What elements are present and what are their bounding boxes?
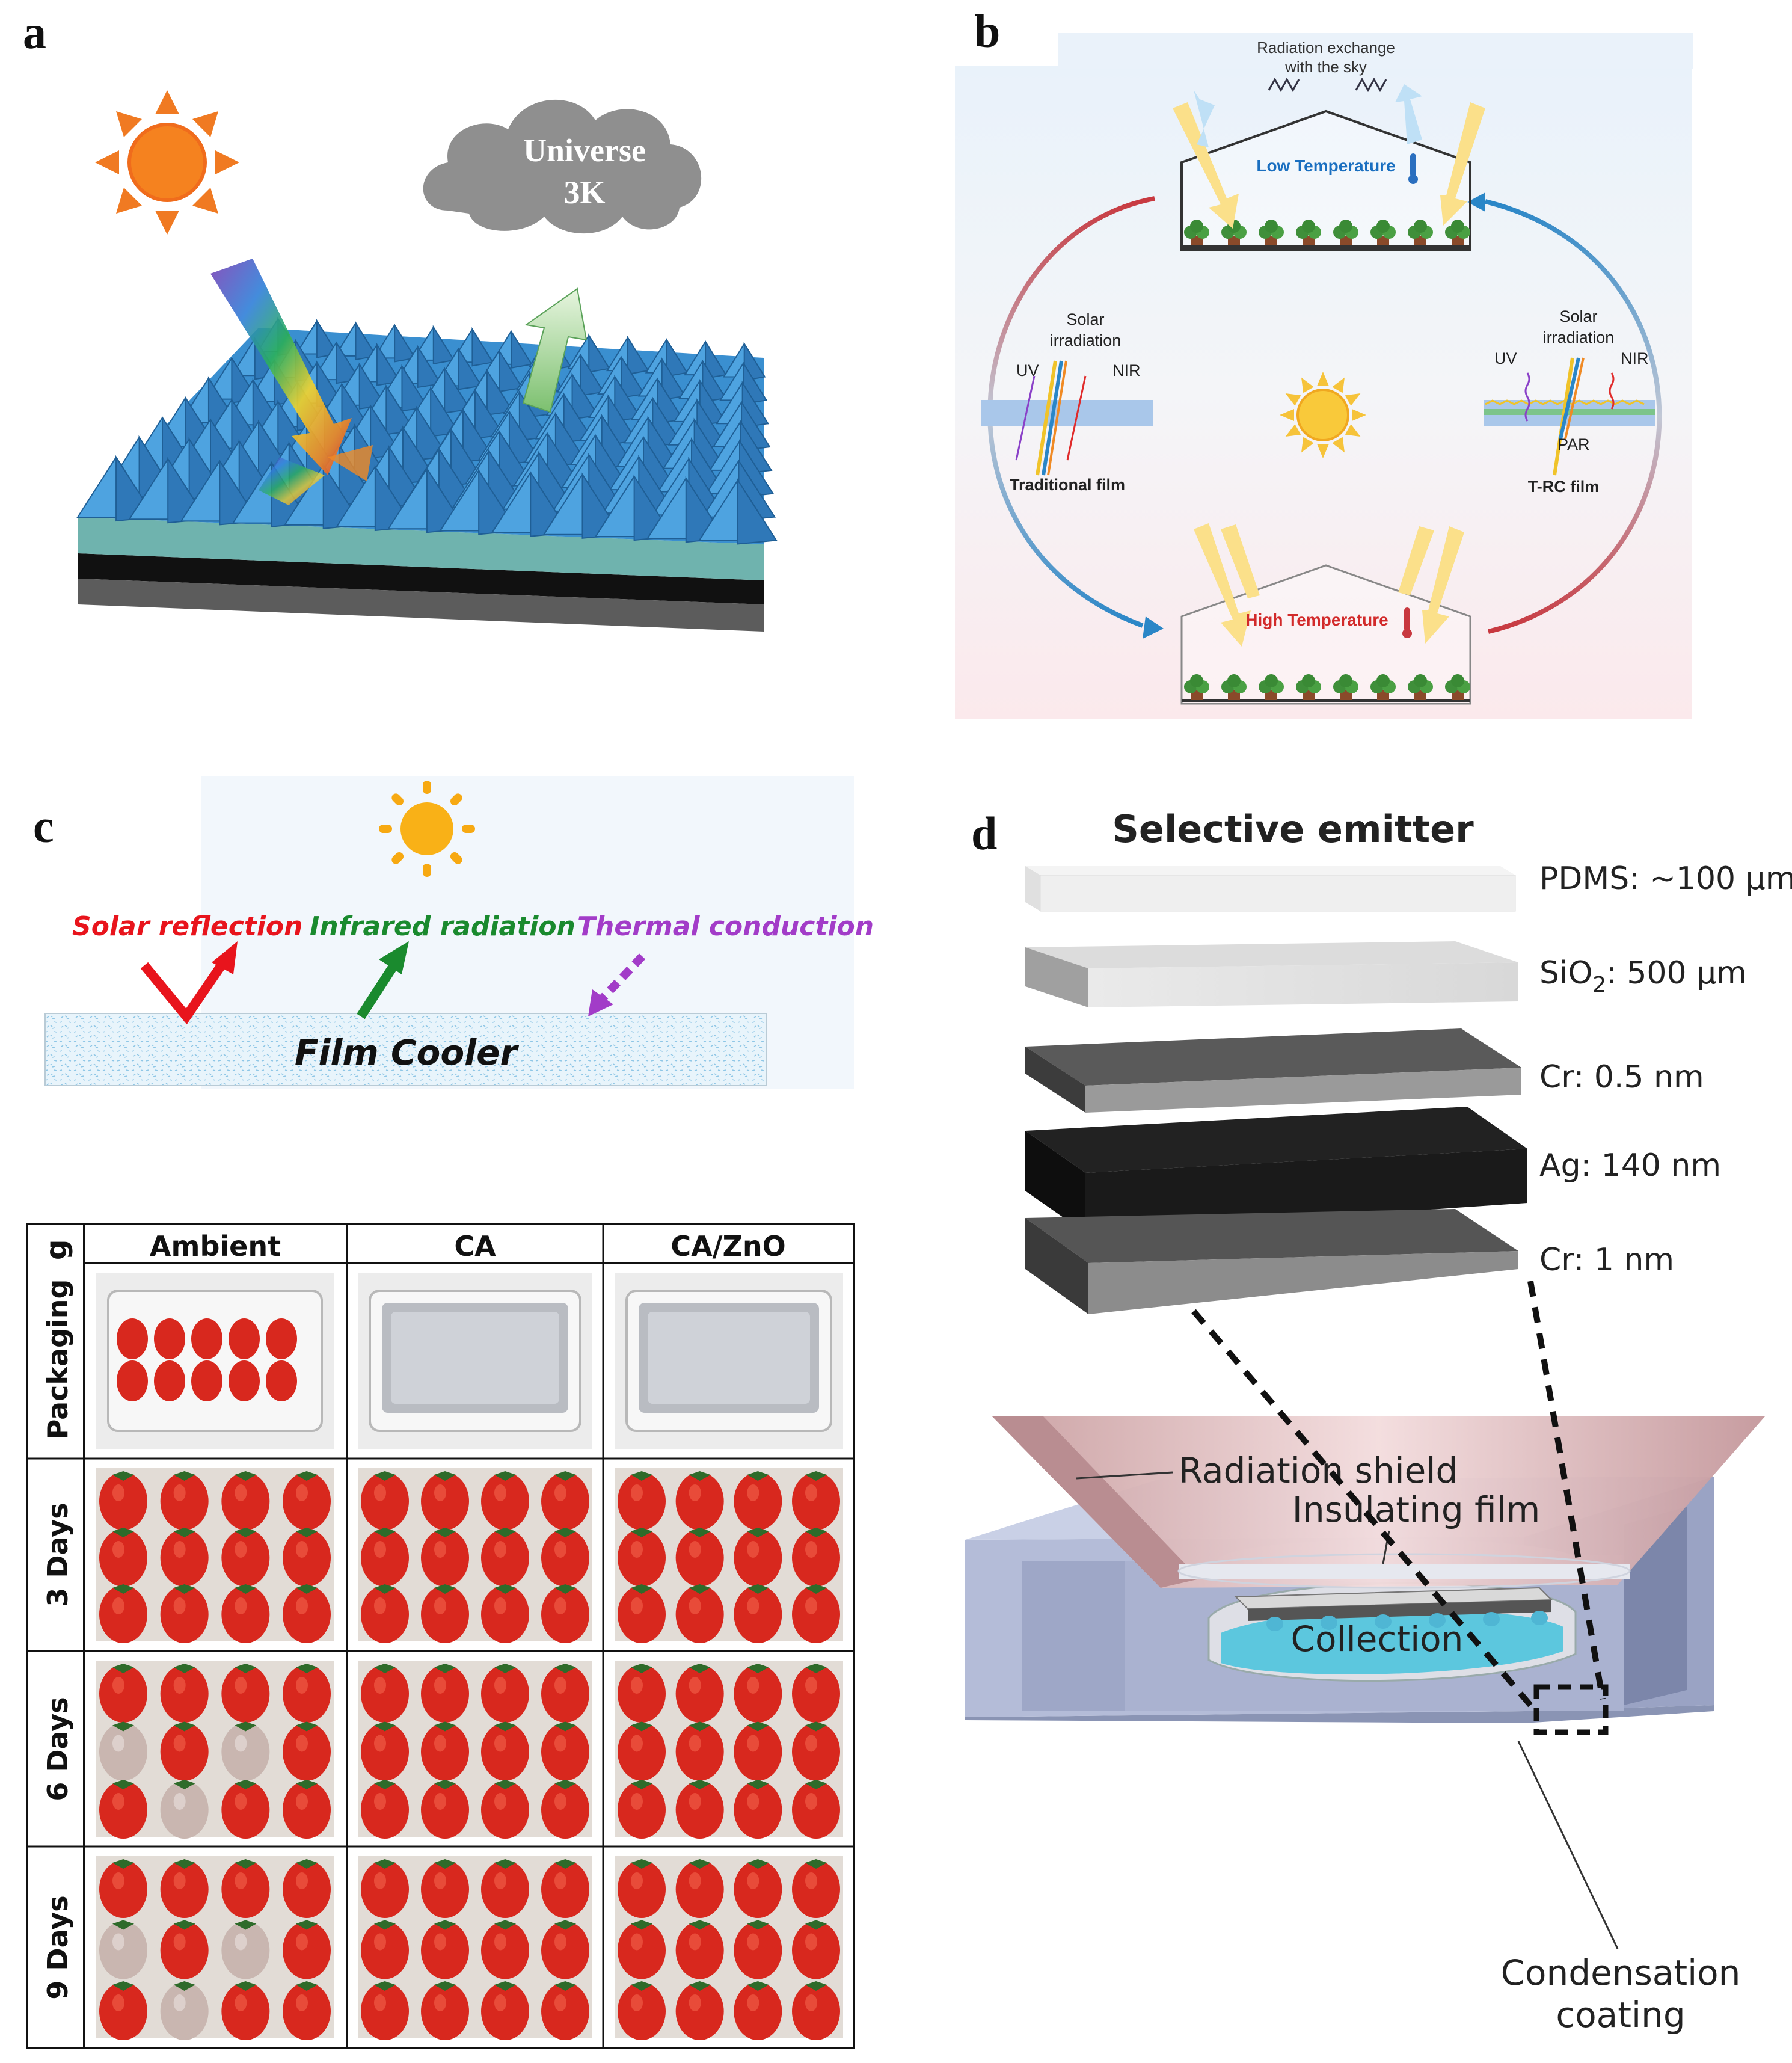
layer-pdms — [1025, 866, 1516, 912]
pyramid-slab — [76, 316, 778, 632]
cloud-label-1: Universe — [523, 132, 646, 168]
condensation-label-1: Condensation — [1501, 1952, 1741, 1993]
right-par-label: PAR — [1557, 435, 1590, 453]
panel-c-letter: c — [33, 800, 54, 852]
left-film-label: Traditional film — [1010, 476, 1125, 494]
panel-g: g Ambient CA CA/ZnO Packaging 3 Days 6 D… — [26, 1223, 855, 2049]
layer-ag — [1025, 1107, 1527, 1233]
row-header-6-days: 6 Days — [41, 1697, 74, 1801]
film-cooler — [44, 1013, 767, 1086]
right-solar-label-1: Solar — [1559, 307, 1597, 325]
left-nir-label: NIR — [1112, 361, 1141, 380]
layer-cr-1 — [1025, 1209, 1518, 1314]
traditional-film — [981, 360, 1153, 476]
column-header-ambient: Ambient — [150, 1230, 281, 1262]
solar-reflection-label: Solar reflection — [72, 911, 302, 942]
panel-a-letter: a — [23, 6, 46, 58]
left-solar-label-1: Solar — [1066, 310, 1104, 328]
infrared-radiation-arrow — [357, 962, 398, 1019]
greenhouse-bottom — [1180, 523, 1471, 705]
insulating-film-label: Insulating film — [1292, 1489, 1541, 1530]
right-nir-label: NIR — [1621, 349, 1649, 367]
sun-icon — [95, 90, 239, 235]
solar-beam-arrow — [210, 259, 373, 505]
sky-label-1: Radiation exchange — [1257, 38, 1395, 57]
panel-c: c Solar reflection Infrared radiation Th… — [33, 776, 874, 1089]
sun-icon-c — [379, 781, 475, 877]
right-film-label: T-RC film — [1528, 478, 1600, 496]
low-temperature-label: Low Temperature — [1256, 156, 1395, 175]
zoom-callout — [1191, 1281, 1609, 1735]
panel-d: d Selective emitter PDMS: ~100 — [965, 807, 1792, 2035]
row-header-9-days: 9 Days — [41, 1895, 74, 1999]
layer-label-cr-05: Cr: 0.5 nm — [1539, 1059, 1704, 1095]
infrared-radiation-label: Infrared radiation — [310, 911, 575, 942]
left-solar-label-2: irradiation — [1050, 331, 1122, 349]
layer-label-ag: Ag: 140 nm — [1539, 1148, 1721, 1184]
thermal-conduction-label: Thermal conduction — [577, 911, 874, 942]
high-temperature-label: High Temperature — [1245, 610, 1388, 629]
panel-a: a Universe 3K — [23, 6, 778, 632]
row-header-packaging: Packaging — [41, 1279, 74, 1440]
column-header-ca-zno: CA/ZnO — [670, 1230, 785, 1262]
column-header-ca: CA — [454, 1230, 496, 1262]
trc-film — [1484, 357, 1655, 476]
film-cooler-label: Film Cooler — [295, 1032, 519, 1073]
panel-g-letter: g — [40, 1240, 73, 1260]
panel-b: b Radiation exchange with the sky Low Te… — [955, 5, 1693, 719]
layer-sio2 — [1025, 941, 1518, 1007]
layer-label-pdms: PDMS: ~100 µm — [1539, 861, 1792, 897]
row-header-3-days: 3 Days — [41, 1502, 74, 1606]
emitter-title: Selective emitter — [1112, 807, 1474, 851]
greenhouse-top — [1173, 77, 1485, 251]
layer-label-cr-1: Cr: 1 nm — [1539, 1242, 1674, 1278]
infrared-out-arrow — [522, 287, 588, 413]
panel-b-letter: b — [974, 5, 1000, 57]
solar-reflection-arrow — [140, 956, 230, 1025]
radiation-shield-funnel — [992, 1416, 1765, 1631]
right-uv-label: UV — [1494, 349, 1517, 367]
thermal-conduction-arrow — [598, 953, 646, 1003]
left-uv-label: UV — [1016, 361, 1039, 380]
layer-label-sio2: SiO2: 500 µm — [1539, 955, 1747, 997]
sky-label-2: with the sky — [1284, 58, 1367, 76]
right-solar-label-2: irradiation — [1543, 328, 1615, 346]
sun-icon-b — [1280, 372, 1366, 458]
panel-d-letter: d — [971, 807, 997, 859]
layer-cr-05 — [1025, 1028, 1521, 1113]
cloud-label-2: 3K — [563, 174, 605, 211]
condensation-label-2: coating — [1556, 1994, 1685, 2035]
cloud-icon — [423, 99, 702, 234]
